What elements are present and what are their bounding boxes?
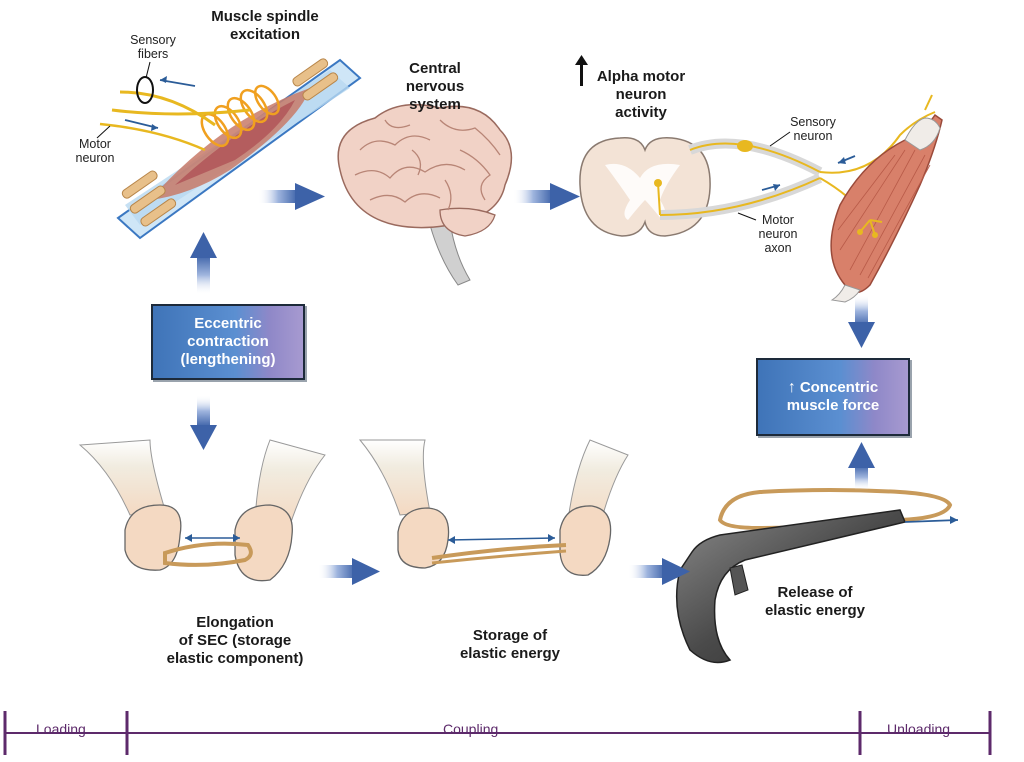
label-line: neuron — [758, 227, 798, 241]
label-muscle-spindle: Muscle spindle excitation — [190, 8, 340, 44]
label-line: Central — [409, 60, 461, 77]
label-line: Storage of — [472, 627, 548, 644]
label-alpha-motor-neuron: Alpha motor neuron activity — [586, 68, 696, 122]
box-line: Eccentric — [194, 315, 262, 332]
label-line: Release of — [777, 584, 853, 601]
label-line: neuron — [75, 151, 115, 165]
label-line: neuron — [793, 129, 833, 143]
box-line: Concentric — [799, 379, 879, 396]
arrow-storage-to-release — [628, 558, 690, 585]
box-line: (lengthening) — [180, 351, 276, 368]
label-line: elastic component) — [166, 650, 304, 667]
phase-coupling: Coupling — [443, 721, 499, 737]
arrow-elongation-to-storage — [318, 558, 380, 585]
label-line: Sensory — [130, 33, 176, 47]
label-line: elastic energy — [764, 602, 866, 619]
arrow-muscle-to-concentric — [848, 295, 875, 348]
release-device-illustration — [675, 488, 959, 664]
spinal-cord-illustration — [575, 55, 936, 237]
hands-hold-illustration — [358, 439, 629, 576]
label-line: elastic energy — [459, 645, 561, 662]
phase-loading: Loading — [36, 721, 86, 737]
label-line: Elongation — [196, 614, 274, 631]
box-line: contraction — [187, 333, 269, 350]
box-line-arrow: ↑ Concentric — [788, 379, 878, 397]
arrow-release-to-concentric — [848, 442, 875, 490]
label-sensory-neuron: Sensory neuron — [778, 115, 848, 143]
muscle-spindle-illustration — [96, 58, 362, 240]
label-line: Motor — [79, 137, 111, 151]
label-line: axon — [764, 241, 792, 255]
label-line: Sensory — [790, 115, 836, 129]
label-motor-neuron: Motor neuron — [60, 137, 130, 165]
label-central-nervous-system: Central nervous system — [375, 60, 495, 114]
muscle-illustration — [830, 94, 943, 303]
label-release: Release of elastic energy — [745, 584, 885, 620]
arrow-spindle-to-brain — [258, 183, 325, 210]
label-line: Alpha motor — [596, 68, 686, 85]
hands-stretch-illustration — [78, 439, 326, 582]
label-line: Motor — [762, 213, 794, 227]
up-arrow-icon: ↑ — [787, 379, 796, 396]
label-elongation: Elongation of SEC (storage elastic compo… — [150, 614, 320, 668]
label-line: activity — [615, 104, 667, 121]
label-motor-neuron-axon: Motor neuron axon — [748, 213, 808, 255]
arrow-eccentric-down — [190, 395, 217, 450]
arrow-to-spindle-up — [190, 232, 217, 295]
label-line: Muscle spindle — [211, 8, 319, 25]
label-line: of SEC (storage — [178, 632, 292, 649]
label-line: nervous — [405, 78, 465, 95]
phase-timeline — [3, 711, 992, 755]
label-line: excitation — [229, 26, 301, 43]
label-line: neuron — [615, 86, 667, 103]
brain-illustration — [337, 103, 513, 286]
label-line: fibers — [137, 47, 169, 61]
arrow-brain-to-spinal — [513, 183, 580, 210]
label-sensory-fibers: Sensory fibers — [118, 33, 188, 61]
box-line: muscle force — [786, 397, 880, 414]
phase-unloading: Unloading — [887, 721, 951, 737]
label-storage: Storage of elastic energy — [440, 627, 580, 663]
eccentric-contraction-box: Eccentric contraction (lengthening) — [151, 304, 305, 380]
flow-arrows — [190, 183, 875, 585]
concentric-muscle-force-box: ↑ Concentric muscle force — [756, 358, 910, 436]
label-line: system — [409, 96, 461, 113]
